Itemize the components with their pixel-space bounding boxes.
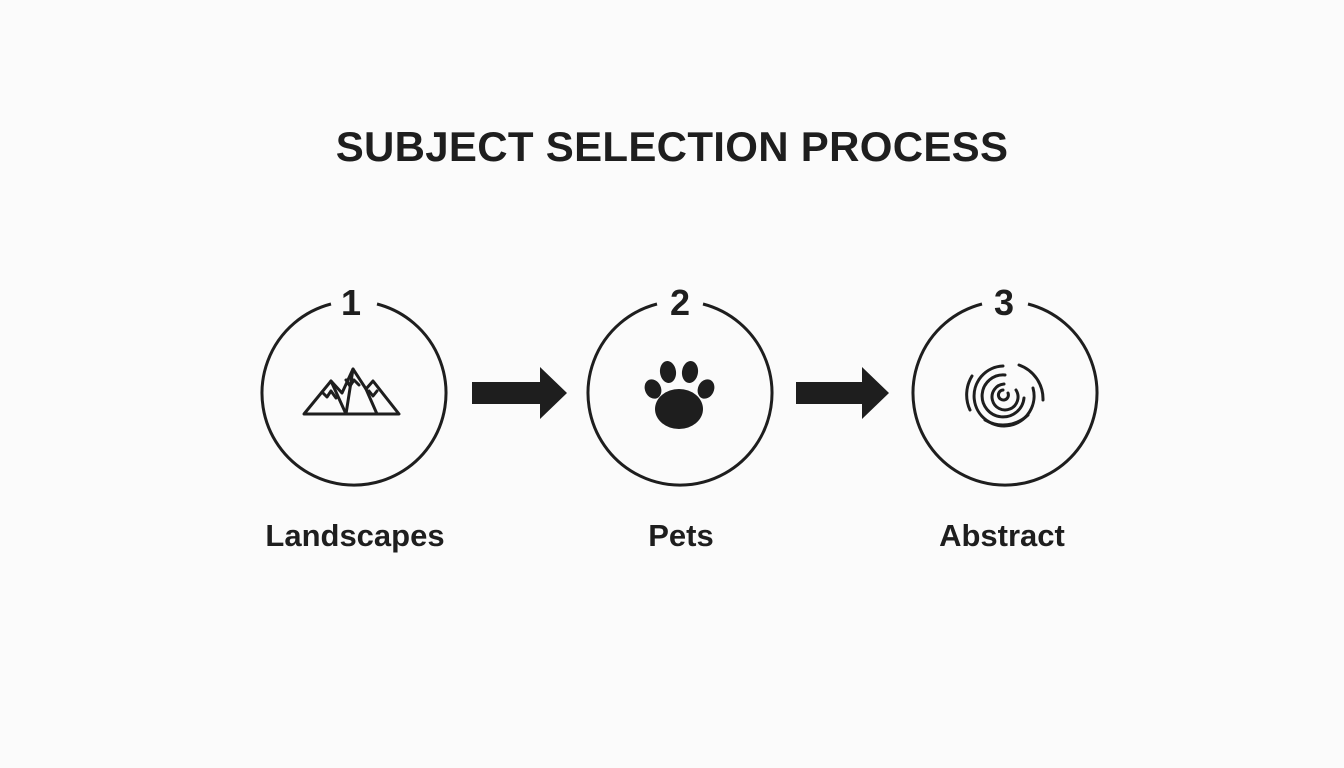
step-label: Landscapes: [265, 518, 444, 553]
paw-print-icon: [644, 361, 715, 429]
step-1: 1 Landscapes: [260, 282, 448, 553]
arrow-right-icon: [796, 367, 889, 419]
step-circle: [911, 302, 1099, 487]
step-number: 1: [341, 282, 361, 323]
step-label: Abstract: [939, 518, 1065, 553]
step-3: 3 Abstract: [911, 282, 1099, 553]
step-label: Pets: [648, 518, 713, 553]
step-circle: [586, 302, 774, 487]
step-number: 2: [670, 282, 690, 323]
arrow-right-icon: [472, 367, 567, 419]
step-2: 2 Pets: [586, 282, 774, 553]
step-circle: [260, 302, 448, 487]
step-number: 3: [994, 282, 1014, 323]
mountains-icon: [302, 367, 401, 416]
spiral-icon: [965, 363, 1045, 428]
diagram-title: SUBJECT SELECTION PROCESS: [335, 123, 1009, 170]
